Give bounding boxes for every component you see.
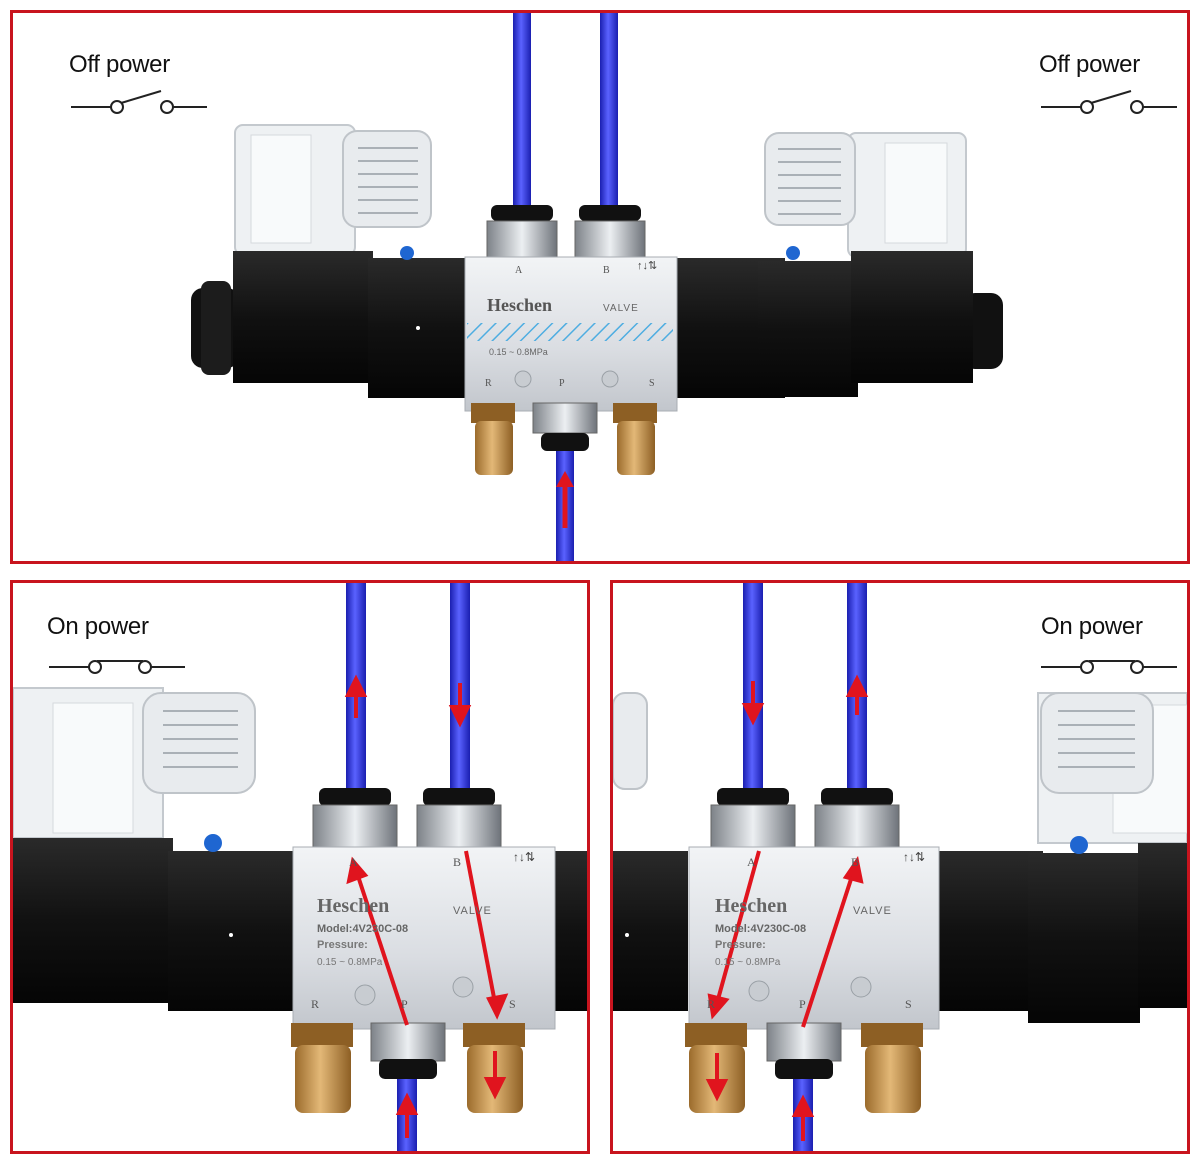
valve-model: Model:4V230C-08 — [715, 923, 807, 935]
port-r-label: R — [485, 378, 492, 389]
off-power-label-right: Off power — [1039, 51, 1140, 78]
on-power-label-left: On power — [47, 613, 149, 640]
open-switch-symbol-right — [1041, 90, 1177, 114]
valve-pressure-range: 0.15 ~ 0.8MPa — [317, 957, 383, 968]
port-b-label: B — [851, 855, 860, 869]
port-a-label: A — [515, 265, 523, 276]
svg-text:↑↓⇅: ↑↓⇅ — [513, 850, 535, 864]
port-s-label: S — [905, 997, 912, 1011]
off-power-label-left: Off power — [69, 51, 170, 78]
tube-a — [513, 13, 531, 213]
solenoid-coil-right — [851, 251, 973, 383]
valve-brand: Heschen — [487, 295, 552, 315]
valve-brand: Heschen — [715, 895, 788, 917]
tube-b — [600, 13, 618, 213]
valve-illustration-on-left: ↑↓⇅ — [13, 583, 587, 1151]
port-r-label: R — [311, 997, 320, 1011]
port-b-label: B — [603, 265, 610, 276]
svg-text:↑↓⇅: ↑↓⇅ — [903, 850, 925, 864]
valve-pressure-range: 0.15 ~ 0.8MPa — [715, 957, 781, 968]
port-r-label: R — [707, 997, 716, 1011]
valve-model: Model:4V230C-08 — [317, 923, 409, 935]
valve-pressure-range: 0.15 ~ 0.8MPa — [489, 347, 548, 357]
svg-text:↑↓⇅: ↑↓⇅ — [637, 260, 657, 272]
valve-pressure: Pressure: — [317, 939, 368, 951]
valve-word: VALVE — [603, 303, 639, 314]
valve-word: VALVE — [453, 905, 492, 917]
valve-illustration-off: ↑↓⇅ — [191, 13, 1003, 561]
port-p-label: P — [559, 378, 565, 389]
muffler-r — [475, 421, 513, 475]
port-a-label: A — [349, 855, 358, 869]
valve-brand: Heschen — [317, 895, 390, 917]
open-switch-symbol-left — [71, 90, 207, 114]
valve-illustration-on-right: ↑↓⇅ — [613, 583, 1187, 1151]
port-b-label: B — [453, 855, 462, 869]
solenoid-coil-left — [233, 251, 373, 383]
closed-switch-symbol-right — [1041, 660, 1177, 674]
closed-switch-symbol-left — [49, 660, 185, 674]
muffler-s — [617, 421, 655, 475]
port-s-label: S — [649, 378, 655, 389]
on-power-label-right: On power — [1041, 613, 1143, 640]
valve-word: VALVE — [853, 905, 892, 917]
panel-on-power-right: On power — [610, 580, 1190, 1154]
panel-on-power-left: On power — [10, 580, 590, 1154]
valve-pressure: Pressure: — [715, 939, 766, 951]
panel-off-power: Off power Off power — [10, 10, 1190, 564]
port-p-label: P — [799, 997, 806, 1011]
port-p-label: P — [401, 997, 408, 1011]
port-s-label: S — [509, 997, 516, 1011]
port-a-label: A — [747, 855, 756, 869]
